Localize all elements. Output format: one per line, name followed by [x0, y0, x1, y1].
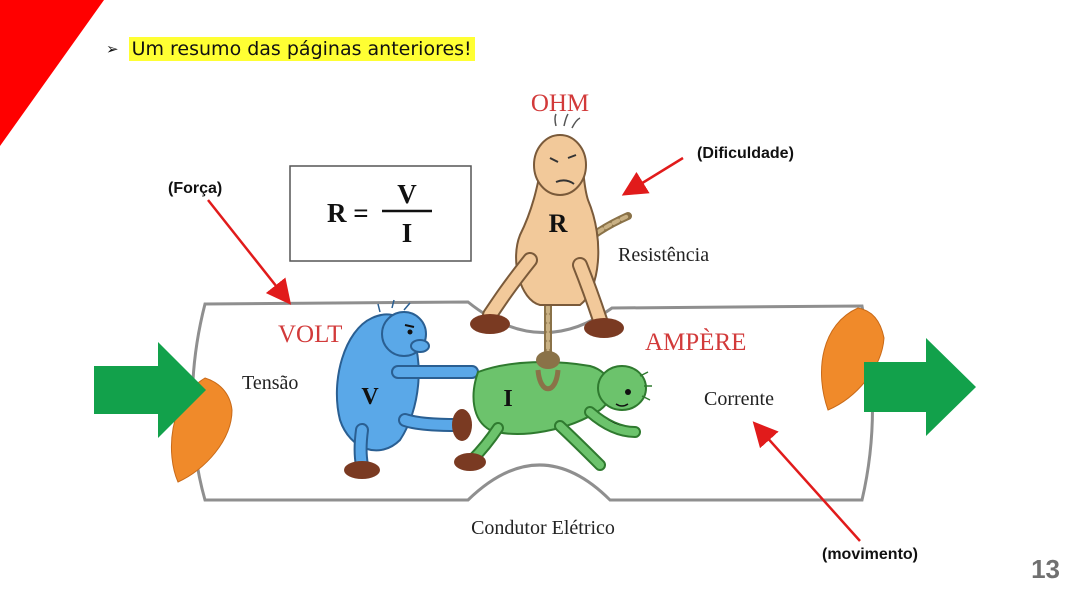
volt-character: V [335, 299, 479, 479]
formula-box: R = V I [289, 165, 472, 262]
rope-knot [536, 351, 560, 369]
formula-lhs: R = [327, 198, 369, 228]
formula-numerator: V [397, 179, 417, 209]
ohm-label: OHM [531, 90, 589, 117]
page-number: 13 [1031, 554, 1060, 584]
movement-pointer-arrow [752, 421, 861, 542]
volt-label: VOLT [278, 321, 342, 348]
force-annotation: (Força) [168, 180, 223, 197]
resistance-label: Resistência [618, 244, 709, 266]
force-pointer-arrow [207, 199, 292, 305]
orange-right-cap [821, 307, 885, 411]
volt-letter-v: V [361, 384, 379, 410]
formula-denominator: I [402, 218, 413, 248]
ohm-character: R [470, 113, 624, 338]
difficulty-pointer-arrow [621, 156, 684, 196]
current-label: Corrente [704, 388, 774, 410]
ampere-letter-i: I [503, 386, 512, 412]
red-corner-decoration [0, 0, 104, 146]
ampere-label: AMPÈRE [645, 328, 746, 356]
tension-label: Tensão [242, 372, 298, 394]
highlighted-heading-text: Um resumo das páginas anteriores! [128, 37, 475, 61]
difficulty-annotation: (Dificuldade) [697, 145, 794, 162]
bullet-arrow-icon: ➢ [106, 40, 119, 58]
ohm-letter-r: R [549, 209, 568, 238]
ampere-character: I [454, 361, 652, 471]
conductor-label: Condutor Elétrico [471, 517, 615, 539]
green-input-arrow-icon [94, 342, 206, 438]
movement-annotation: (movimento) [822, 546, 918, 563]
bullet-heading: ➢ Um resumo das páginas anteriores! [106, 36, 475, 62]
green-output-arrow-icon [864, 338, 976, 436]
